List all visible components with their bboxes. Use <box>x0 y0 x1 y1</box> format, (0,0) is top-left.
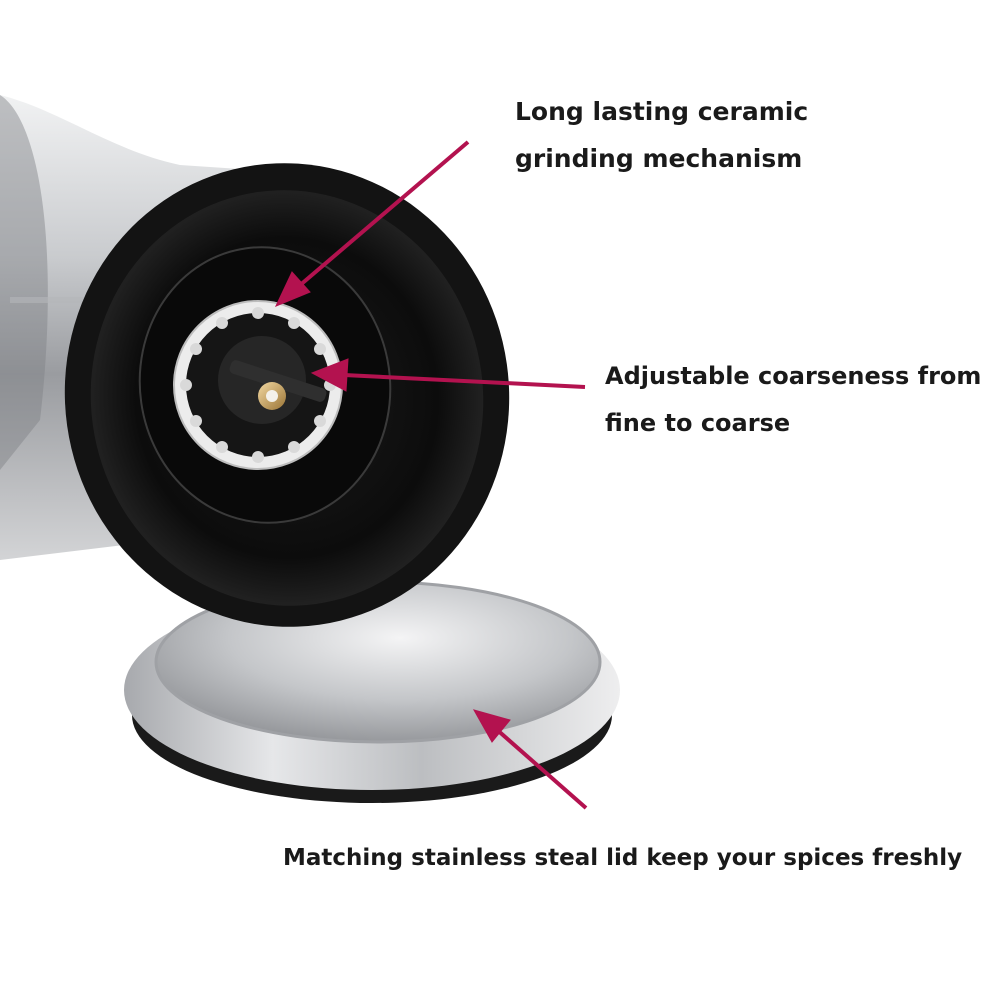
callout-ceramic-mechanism: Long lasting ceramic grinding mechanism <box>515 88 808 182</box>
steel-lid <box>124 580 620 803</box>
arrow-icon <box>310 358 586 392</box>
callout-line: Long lasting ceramic <box>515 97 809 126</box>
callout-adjustable-coarseness: Adjustable coarseness from fine to coars… <box>605 353 981 447</box>
callout-line: grinding mechanism <box>515 144 803 173</box>
callout-line: Matching stainless steal lid keep your s… <box>283 845 963 871</box>
adjustment-knob <box>258 382 286 410</box>
callout-line: fine to coarse <box>605 409 791 437</box>
arrow-icon <box>472 709 588 810</box>
callout-line: Adjustable coarseness from <box>605 362 982 390</box>
ceramic-burr <box>173 300 343 470</box>
callout-steel-lid: Matching stainless steal lid keep your s… <box>283 835 962 882</box>
arrow-icon <box>274 140 470 307</box>
